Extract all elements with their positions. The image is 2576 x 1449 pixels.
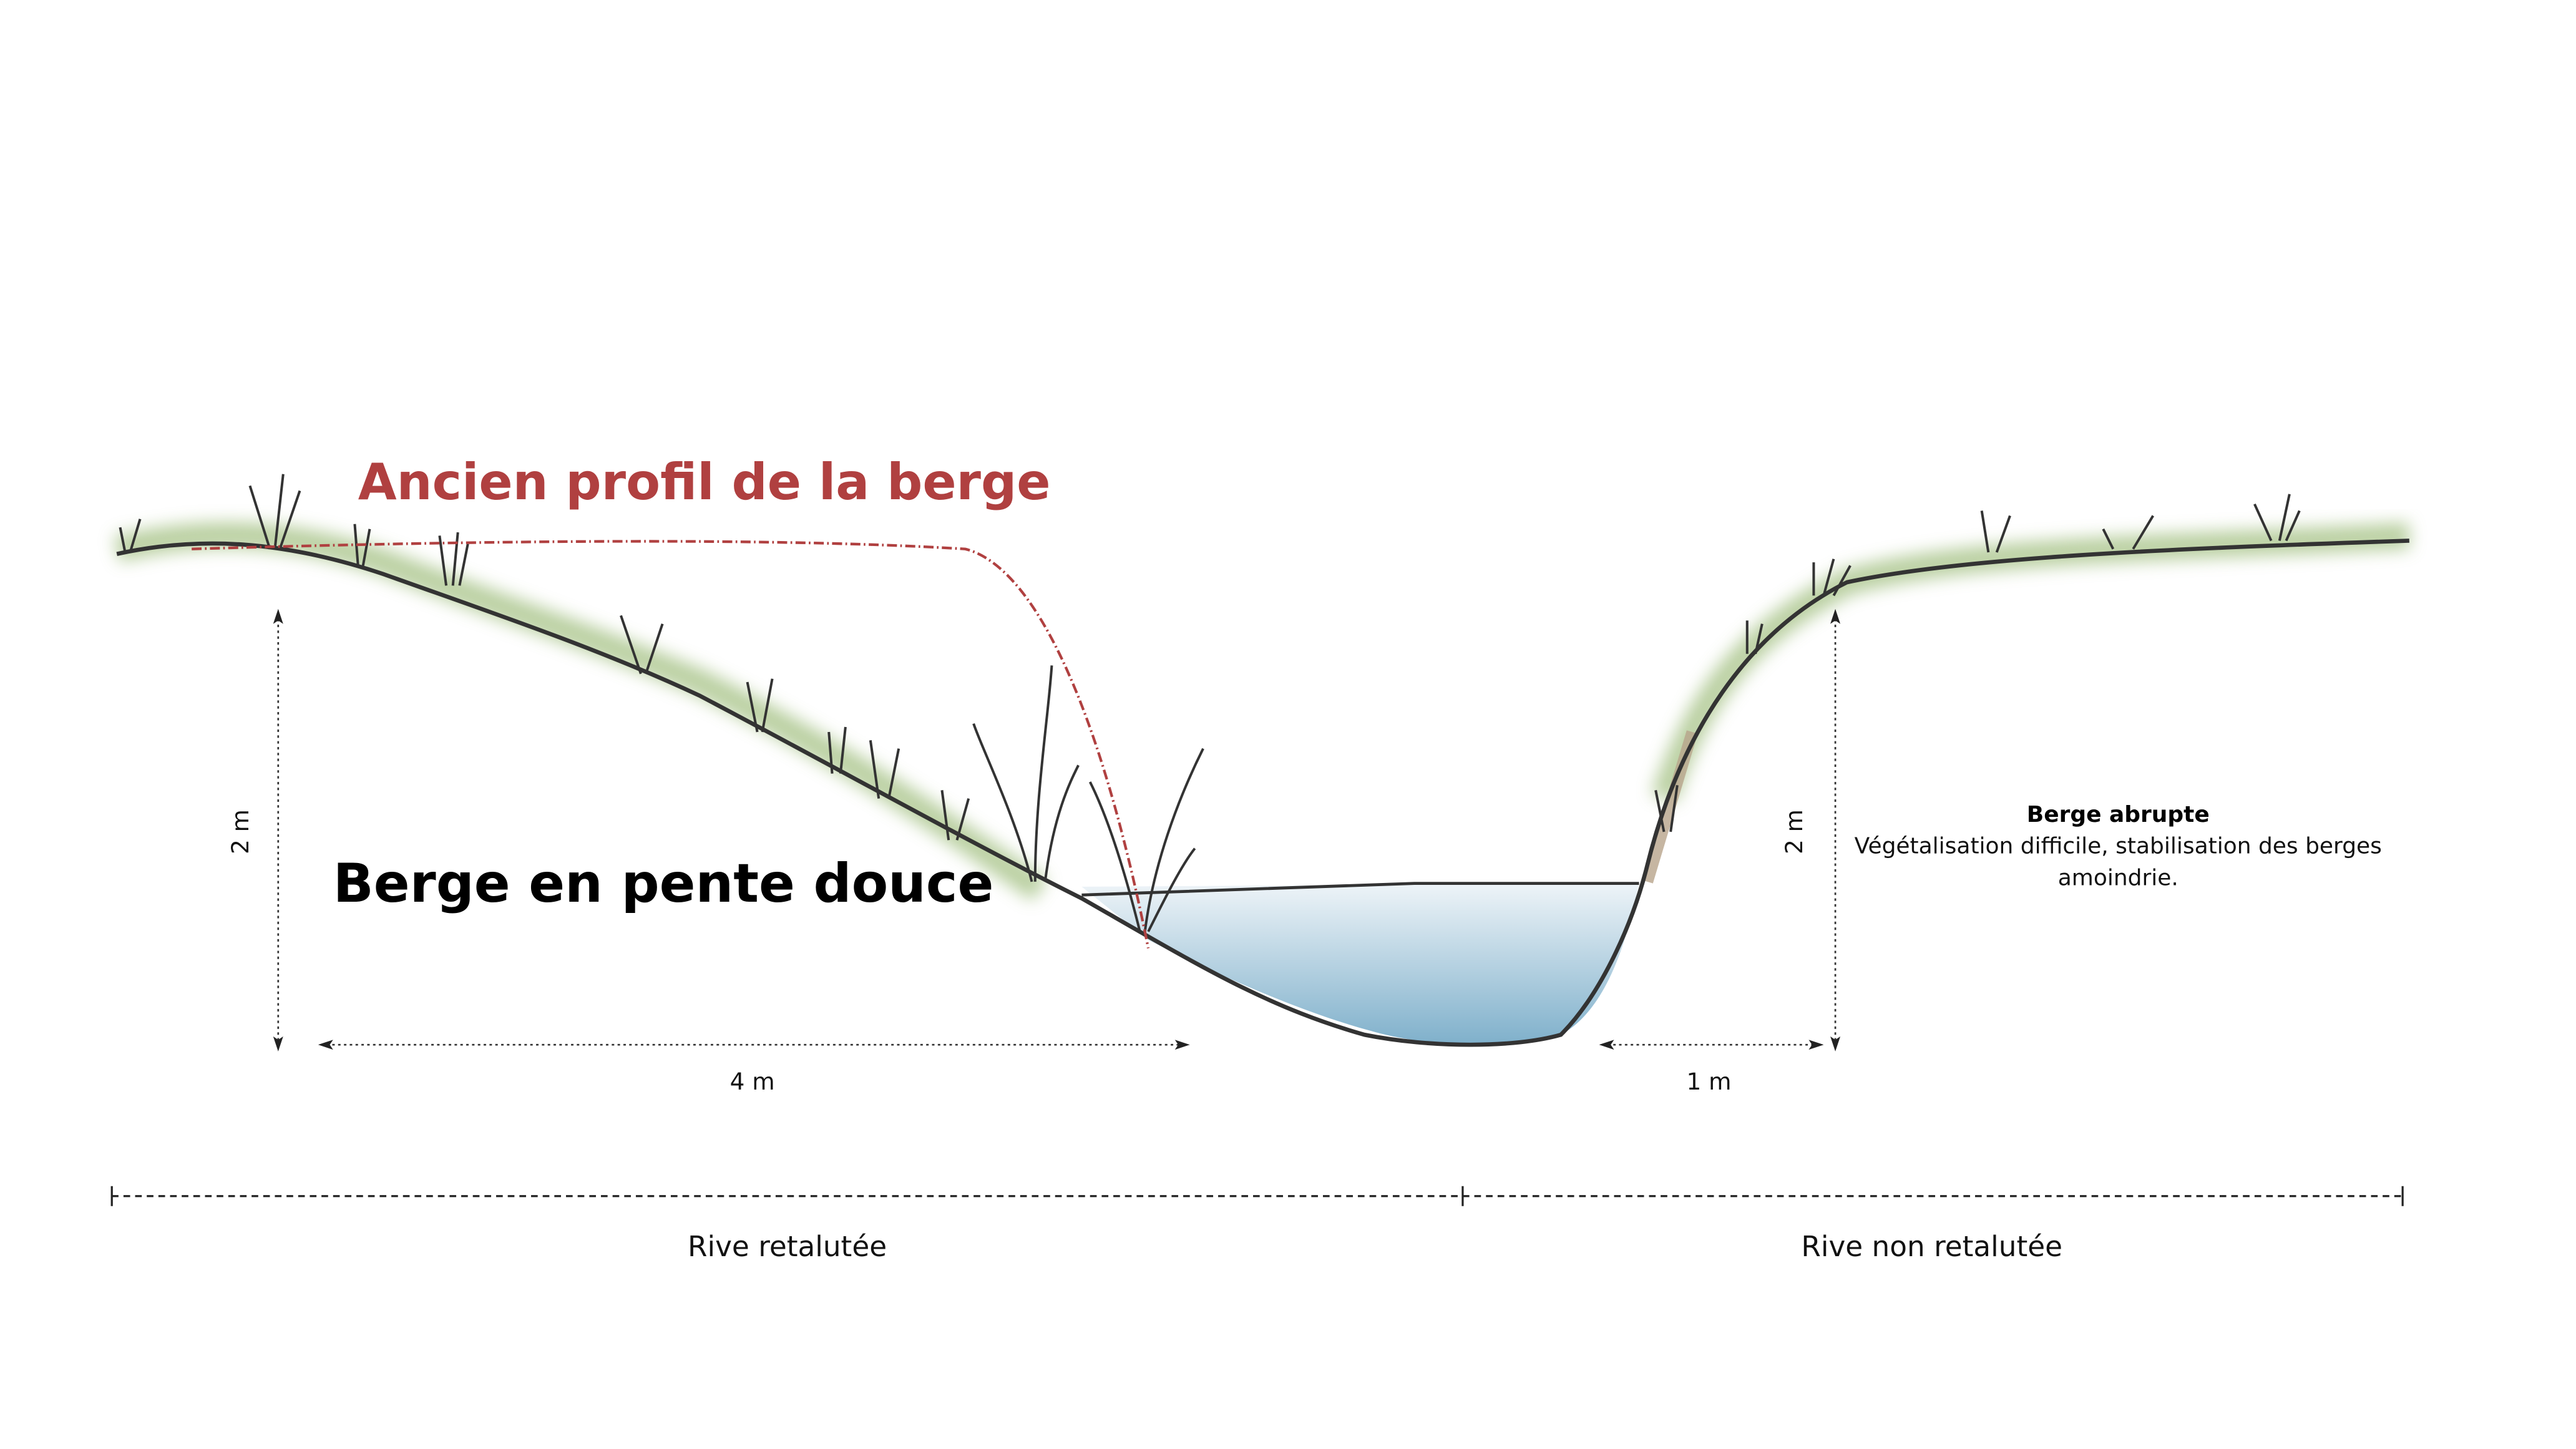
- vegetation: [119, 474, 2301, 932]
- steep-bank-note-line1: Végétalisation difficile, stabilisation …: [1855, 834, 2382, 859]
- left-width-label: 4 m: [730, 1068, 775, 1095]
- gentle-bank-title: Berge en pente douce: [333, 853, 994, 915]
- ground-profile: [116, 539, 2409, 1047]
- right-height-label: 2 m: [1780, 809, 1808, 854]
- old-profile-line: [192, 540, 1150, 949]
- water-surface-line: [1081, 882, 1639, 897]
- zone-label-left: Rive retalutée: [688, 1230, 887, 1263]
- zone-divider: [110, 1186, 2404, 1206]
- steep-bank-note-title: Berge abrupte: [2027, 802, 2210, 827]
- zone-label-right: Rive non retalutée: [1801, 1230, 2062, 1263]
- old-profile-title: Ancien profil de la berge: [358, 453, 1051, 511]
- left-grass-band: [114, 522, 1048, 901]
- right-width-label: 1 m: [1686, 1068, 1731, 1095]
- dimension-arrowheads: [273, 608, 1841, 1051]
- right-grass-band: [1651, 522, 2410, 803]
- steep-bank-note-line2: amoindrie.: [2058, 865, 2178, 890]
- left-height-label: 2 m: [227, 809, 254, 854]
- dimension-lines: [277, 618, 1837, 1046]
- water-body: [1081, 883, 1639, 1045]
